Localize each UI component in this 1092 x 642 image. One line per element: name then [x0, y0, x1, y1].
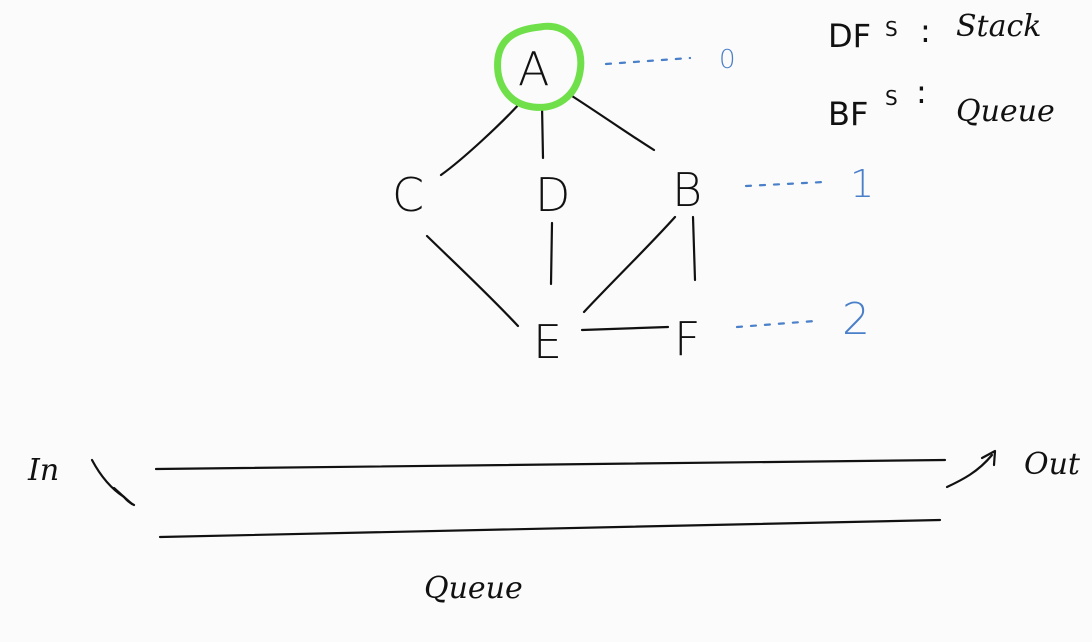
level-markers: 0 1 2 [604, 45, 874, 345]
node-c: C [392, 168, 424, 222]
edge-b-f [691, 215, 697, 282]
out-arrow-icon [945, 449, 997, 489]
bfs-separator: : [916, 73, 927, 111]
queue-top-line [154, 458, 947, 471]
level-0-label: 0 [719, 45, 736, 75]
queue-bottom-line [158, 518, 942, 539]
dfs-structure: Stack [956, 9, 1041, 44]
node-a: A [518, 42, 549, 96]
node-a-highlight-circle [494, 22, 585, 111]
bfs-label: BF [828, 95, 868, 133]
bfs-label-superscript: S [885, 86, 898, 110]
level-1-label: 1 [850, 162, 874, 206]
graph-nodes: A C D B E F [392, 42, 702, 369]
level-2-dash [735, 319, 817, 329]
edge-c-e [425, 234, 520, 328]
node-b: B [672, 163, 702, 217]
edge-a-b [570, 94, 656, 152]
level-1-dash [744, 180, 826, 188]
graph-edges [425, 94, 697, 332]
level-0-dash [604, 56, 692, 66]
dfs-label-superscript: S [885, 17, 898, 41]
bfs-structure: Queue [956, 94, 1055, 129]
node-e: E [533, 315, 562, 369]
queue-caption: Queue [424, 571, 523, 606]
queue-out-label: Out [1024, 447, 1081, 482]
dfs-label: DF [828, 17, 871, 55]
edge-d-e [549, 221, 554, 286]
level-2-label: 2 [842, 294, 870, 345]
node-d: D [535, 168, 570, 222]
edge-b-e [582, 215, 677, 314]
algorithm-notes: DF S : Stack BF S : Queue [828, 9, 1055, 133]
dfs-separator: : [920, 12, 931, 50]
edge-a-d [540, 103, 545, 160]
node-f: F [674, 312, 700, 366]
edge-e-f [580, 325, 670, 332]
queue-in-label: In [27, 453, 59, 488]
edge-a-c [439, 100, 523, 177]
queue-diagram: In Out Queue [27, 447, 1081, 606]
in-arrow-icon [90, 458, 136, 507]
